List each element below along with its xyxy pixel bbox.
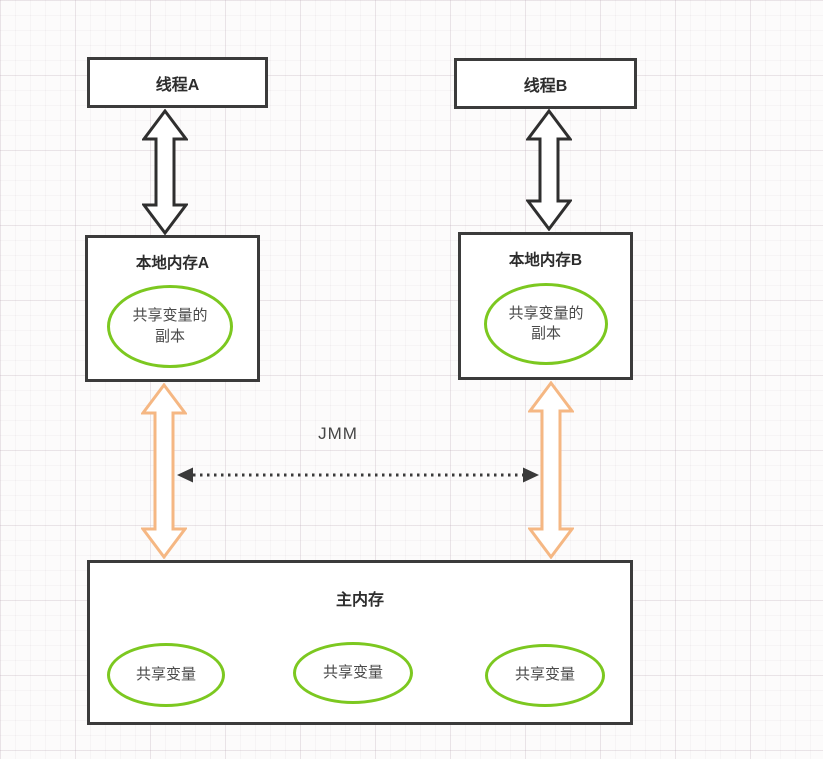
jmm-dotted-double-arrow-icon: [177, 467, 539, 483]
shared-variable-2-label: 共享变量: [322, 663, 383, 681]
local-memory-b-title: 本地内存B: [508, 252, 583, 269]
main-memory-title: 主内存: [335, 592, 384, 609]
shared-variable-ellipse-1: 共享变量: [107, 643, 225, 707]
thread-b-box: 线程B: [454, 58, 637, 109]
shared-variable-copy-a-line2: 副本: [154, 327, 185, 345]
shared-variable-copy-b-line1: 共享变量的: [508, 304, 584, 322]
shared-variable-copy-ellipse-b: 共享变量的 副本: [484, 283, 608, 365]
shared-variable-copy-ellipse-a: 共享变量的 副本: [107, 285, 233, 368]
local-memory-b-main-memory-double-arrow-icon: [528, 381, 574, 559]
shared-variable-copy-a-line1: 共享变量的: [132, 307, 208, 325]
shared-variable-ellipse-3: 共享变量: [485, 644, 605, 707]
local-memory-a-title: 本地内存A: [135, 255, 210, 272]
local-memory-a-main-memory-double-arrow-icon: [141, 383, 187, 559]
thread-a-local-memory-a-double-arrow-icon: [142, 109, 188, 235]
shared-variable-3-label: 共享变量: [514, 666, 575, 684]
thread-a-label: 线程A: [155, 76, 200, 94]
thread-b-label: 线程B: [523, 77, 568, 95]
thread-b-local-memory-b-double-arrow-icon: [526, 109, 572, 231]
shared-variable-copy-b-line2: 副本: [530, 325, 561, 342]
shared-variable-1-label: 共享变量: [135, 665, 196, 683]
shared-variable-ellipse-2: 共享变量: [293, 642, 413, 704]
thread-a-box: 线程A: [87, 57, 268, 108]
jmm-label: JMM: [318, 424, 358, 443]
